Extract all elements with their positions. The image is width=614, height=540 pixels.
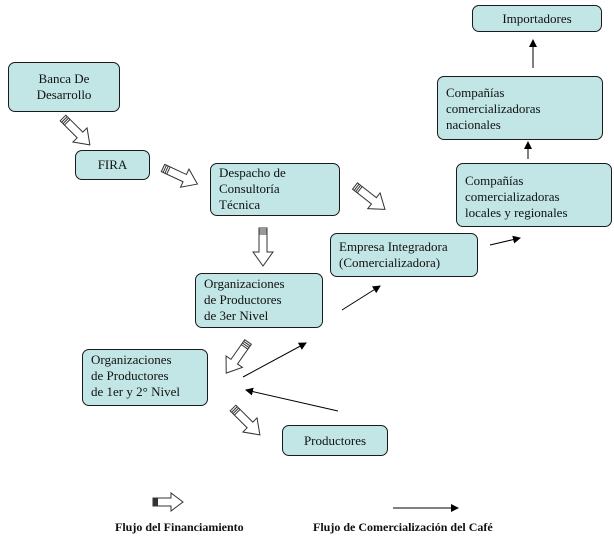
node-text: Organizaciones	[91, 352, 172, 367]
node-text: de 3er Nivel	[204, 308, 269, 323]
node-text: FIRA	[97, 157, 128, 172]
node-text: de Productores	[91, 368, 169, 383]
node-text: Despacho de	[219, 165, 286, 180]
node-text: nacionales	[446, 117, 501, 132]
node-text: locales y regionales	[465, 205, 568, 220]
legend-financing-label: Flujo del Financiamiento	[115, 520, 244, 534]
legend-financing-symbol	[152, 492, 184, 512]
financing-arrow-fira-to-despacho	[158, 158, 203, 194]
financing-arrow-org12-to-productores	[225, 400, 268, 443]
legend-commerce-label: Flujo de Comercialización del Café	[313, 520, 493, 534]
node-companias-locales-regionales: Compañías comercializadoras locales y re…	[456, 163, 612, 227]
node-companias-nacionales: Compañías comercializadoras nacionales	[437, 76, 603, 140]
node-text: de 1er y 2° Nivel	[91, 384, 180, 399]
node-text: Importadores	[502, 10, 572, 26]
node-text: (Comercializadora)	[339, 255, 441, 270]
node-org-productores-1er-2do-nivel: Organizaciones de Productores de 1er y 2…	[82, 349, 208, 406]
node-text: comercializadoras	[446, 101, 541, 116]
node-despacho-consultoria: Despacho de Consultoría Técnica	[210, 163, 340, 216]
node-text: Compañías	[465, 173, 524, 188]
node-text: Productores	[303, 432, 367, 448]
node-importadores: Importadores	[472, 5, 602, 32]
financing-arrow-despacho-to-empresa	[348, 177, 392, 218]
node-text: de Productores	[204, 292, 282, 307]
commerce-arrow-org12-to-empresa	[242, 342, 307, 378]
node-org-productores-3er-nivel: Organizaciones de Productores de 3er Niv…	[195, 273, 323, 328]
node-productores: Productores	[282, 425, 388, 456]
financing-arrow-despacho-to-org3	[252, 227, 274, 267]
commerce-arrow-empresa-to-locales	[489, 235, 521, 246]
node-banca-de-desarrollo: Banca De Desarrollo	[8, 62, 120, 112]
node-text: Organizaciones	[204, 276, 285, 291]
financing-arrow-banca-to-fira	[55, 110, 98, 153]
node-text: Banca De	[38, 71, 90, 86]
node-text: Compañías	[446, 85, 505, 100]
node-text: Desarrollo	[36, 87, 92, 102]
node-text: comercializadoras	[465, 189, 560, 204]
node-text: Técnica	[219, 197, 261, 212]
node-text: Consultoría	[219, 181, 280, 196]
commerce-arrow-org3-to-empresa	[341, 285, 381, 311]
commerce-arrow-productores-to-org12	[245, 387, 339, 412]
node-fira: FIRA	[75, 150, 150, 180]
node-text: Empresa Integradora	[339, 239, 448, 254]
node-empresa-integradora: Empresa Integradora (Comercializadora)	[330, 233, 478, 277]
